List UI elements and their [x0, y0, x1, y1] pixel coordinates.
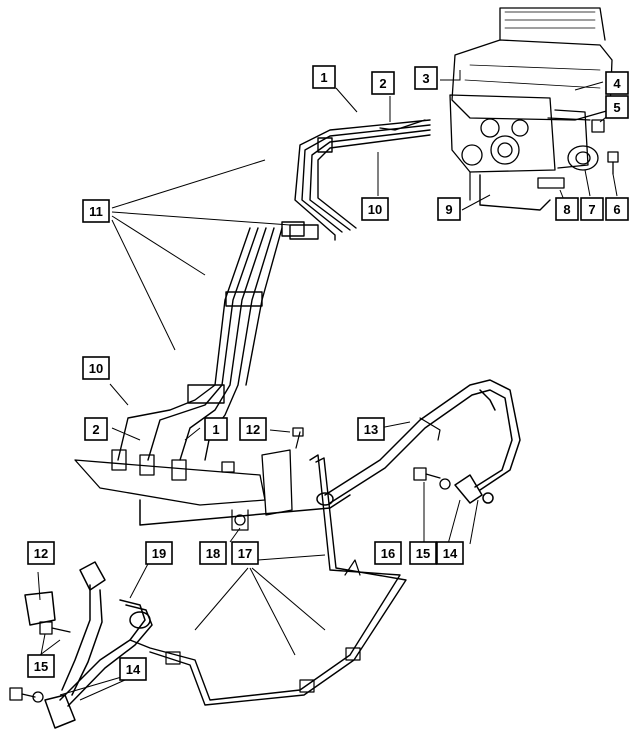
- mounting-bolt: [607, 151, 619, 175]
- callout-17: 17: [231, 541, 259, 565]
- callout-3: 3: [414, 66, 438, 90]
- svg-text:15: 15: [416, 546, 430, 561]
- rear-brake-tube: [129, 454, 407, 706]
- leader-lines: [37, 70, 618, 701]
- svg-text:14: 14: [443, 546, 458, 561]
- svg-text:6: 6: [613, 202, 620, 217]
- callout-4: 4: [605, 71, 629, 95]
- svg-text:12: 12: [246, 422, 260, 437]
- svg-text:1: 1: [320, 70, 327, 85]
- callout-8: 8: [555, 197, 579, 221]
- callout-9: 9: [437, 197, 461, 221]
- callout-10-upper: 10: [361, 197, 389, 221]
- callout-18: 18: [199, 541, 227, 565]
- fitting-nut: [591, 119, 605, 133]
- svg-text:9: 9: [445, 202, 452, 217]
- svg-text:3: 3: [422, 71, 429, 86]
- abs-hydraulic-control-unit: [449, 7, 613, 211]
- svg-text:13: 13: [364, 422, 378, 437]
- callout-12-lower: 12: [27, 541, 55, 565]
- callout-1-lower: 1: [204, 417, 228, 441]
- callout-14-lower: 14: [119, 657, 147, 681]
- callout-12-middle: 12: [239, 417, 267, 441]
- callout-13: 13: [357, 417, 385, 441]
- callout-14-right: 14: [436, 541, 464, 565]
- callout-16: 16: [374, 541, 402, 565]
- svg-text:11: 11: [89, 204, 103, 219]
- svg-text:1: 1: [212, 422, 219, 437]
- callout-15-right: 15: [409, 541, 437, 565]
- callout-10-lower: 10: [82, 356, 110, 380]
- isolator-grommet: [567, 145, 599, 171]
- svg-text:5: 5: [613, 100, 620, 115]
- front-flex-hose: [24, 561, 153, 729]
- svg-text:10: 10: [89, 361, 103, 376]
- callout-19: 19: [145, 541, 173, 565]
- callout-5: 5: [605, 95, 629, 119]
- callout-15-lower: 15: [27, 654, 55, 678]
- svg-text:7: 7: [588, 202, 595, 217]
- callout-6: 6: [605, 197, 629, 221]
- svg-text:2: 2: [379, 76, 386, 91]
- upper-brake-tube-bundle: [289, 119, 431, 241]
- svg-text:17: 17: [238, 546, 252, 561]
- callout-2-upper: 2: [371, 71, 395, 95]
- callout-2-lower: 2: [84, 417, 108, 441]
- callout-11: 11: [82, 199, 110, 223]
- front-hose-bolt: [9, 621, 71, 703]
- svg-text:2: 2: [92, 422, 99, 437]
- callout-7: 7: [580, 197, 604, 221]
- svg-text:8: 8: [563, 202, 570, 217]
- svg-text:16: 16: [381, 546, 395, 561]
- svg-text:15: 15: [34, 659, 48, 674]
- svg-text:10: 10: [368, 202, 382, 217]
- callout-1-upper: 1: [312, 65, 336, 89]
- svg-text:18: 18: [206, 546, 220, 561]
- svg-text:14: 14: [126, 662, 141, 677]
- svg-text:4: 4: [613, 76, 621, 91]
- mounting-bracket: [74, 427, 351, 531]
- svg-text:12: 12: [34, 546, 48, 561]
- rear-flex-hose: [316, 379, 521, 506]
- hose-bolt: [413, 467, 441, 481]
- lower-brake-tube-bundle: [117, 221, 305, 461]
- svg-text:19: 19: [152, 546, 166, 561]
- washer: [439, 478, 451, 490]
